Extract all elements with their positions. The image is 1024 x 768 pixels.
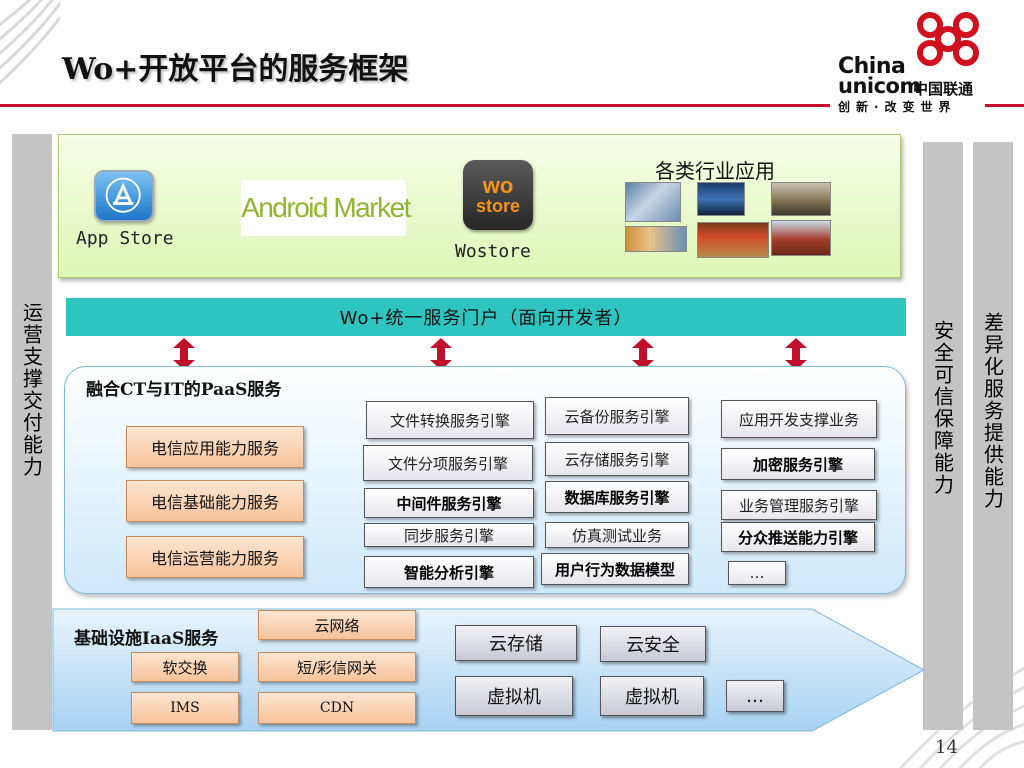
double-arrow-icon	[173, 338, 195, 370]
paas-engine-box: 数据库服务引擎	[545, 481, 689, 513]
telecom-service-box: 电信基础能力服务	[126, 480, 304, 522]
title-divider-right	[985, 104, 1024, 107]
paas-engine-box: 智能分析引擎	[364, 556, 534, 588]
paas-engine-box: 云备份服务引擎	[545, 397, 689, 435]
paas-engine-box: 文件分项服务引擎	[363, 445, 533, 481]
unified-portal-label: Wo+统一服务门户（面向开发者）	[339, 308, 633, 329]
double-arrow-icon	[785, 338, 807, 370]
double-arrow-icon	[632, 338, 654, 370]
android-market-logo: Android Market	[241, 180, 411, 236]
paas-engine-box: 应用开发支撑业务	[721, 400, 877, 438]
right-bar-differentiated-label: 差异化服务提供能力	[980, 312, 1005, 510]
industry-photo-control-room	[697, 182, 745, 216]
right-bar-security: 安全可信保障能力	[923, 142, 963, 730]
iaas-title: 基础设施IaaS服务	[74, 629, 219, 649]
paas-engine-box: 中间件服务引擎	[364, 488, 534, 518]
unified-portal-bar: Wo+统一服务门户（面向开发者）	[66, 298, 906, 336]
logo-text-china: China	[838, 54, 906, 79]
double-arrow-icon	[430, 338, 452, 370]
page-number: 14	[935, 737, 958, 758]
iaas-network-box: 软交换	[131, 652, 239, 682]
wostore-icon-text-2: store	[475, 196, 520, 216]
iaas-resource-box: 虚拟机	[600, 676, 704, 716]
paas-engine-box: 分众推送能力引擎	[721, 522, 875, 552]
iaas-resource-box: 云存储	[455, 625, 577, 661]
industry-photo-stadium	[771, 182, 831, 216]
iaas-resource-box: 云安全	[600, 626, 706, 662]
paas-engine-box: 云存储服务引擎	[545, 442, 689, 476]
industry-photo-bus	[625, 226, 687, 252]
app-store-icon	[94, 170, 154, 222]
paas-engine-box: 文件转换服务引擎	[366, 401, 534, 439]
right-bar-differentiated: 差异化服务提供能力	[973, 142, 1013, 730]
wostore-icon: wo store	[463, 160, 533, 230]
paas-title: 融合CT与IT的PaaS服务	[86, 380, 282, 400]
telecom-service-box: 电信应用能力服务	[126, 426, 304, 468]
corner-pattern-top-left	[0, 0, 60, 85]
wostore-icon-text-1: wo	[482, 173, 514, 198]
industry-photo-traffic	[625, 182, 681, 222]
paas-engine-box: 加密服务引擎	[721, 448, 875, 480]
wostore-label: Wostore	[455, 241, 531, 262]
iaas-network-box: CDN	[258, 692, 416, 724]
logo-text-unicom: unicom	[838, 74, 921, 98]
iaas-network-box: 云网络	[258, 610, 416, 640]
iaas-resource-box: 虚拟机	[455, 676, 573, 716]
telecom-service-box: 电信运营能力服务	[126, 536, 304, 578]
paas-more-box: …	[728, 561, 786, 585]
right-bar-security-label: 安全可信保障能力	[930, 320, 955, 496]
iaas-more-box: …	[726, 680, 784, 712]
android-market-text: Android Market	[241, 192, 411, 223]
left-bar-operations: 运营支撑交付能力	[12, 134, 52, 730]
paas-engine-box: 同步服务引擎	[364, 523, 534, 547]
paas-engine-box: 用户行为数据模型	[541, 553, 689, 585]
logo-text-cn: 中国联通	[913, 80, 974, 98]
industry-photo-palace	[771, 220, 831, 256]
iaas-network-box: IMS	[131, 692, 239, 724]
app-store-label: App Store	[76, 228, 174, 249]
logo-slogan: 创新·改变世界	[838, 100, 957, 114]
title-divider	[0, 104, 830, 107]
iaas-network-box: 短/彩信网关	[258, 652, 416, 682]
paas-engine-box: 业务管理服务引擎	[721, 490, 877, 520]
left-bar-label: 运营支撑交付能力	[19, 302, 44, 478]
china-unicom-knot-icon	[917, 12, 979, 66]
industry-apps-title: 各类行业应用	[655, 159, 775, 183]
slide-title: Wo+开放平台的服务框架	[62, 52, 409, 87]
paas-engine-box: 仿真测试业务	[545, 522, 689, 548]
industry-photo-crowd	[697, 222, 769, 258]
